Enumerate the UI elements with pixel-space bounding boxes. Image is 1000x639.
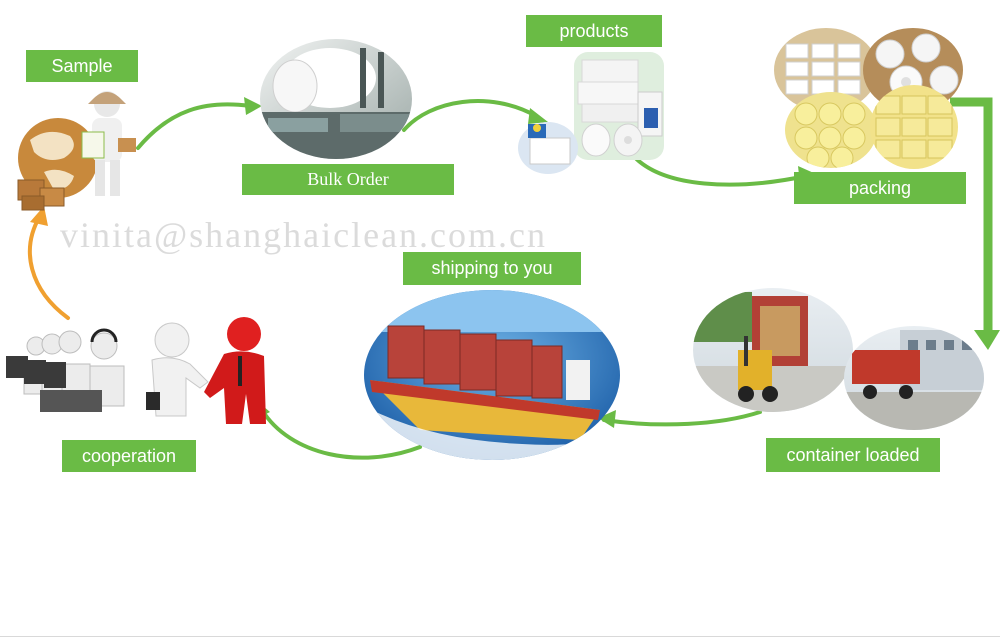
arrow-products-to-packing [628, 150, 808, 187]
label-sample: Sample [26, 50, 138, 82]
arrow-shipping-to-cooperation [260, 408, 422, 460]
arrow-container-to-shipping [602, 410, 762, 427]
cooperation-illustration [6, 317, 266, 424]
label-shipping: shipping to you [403, 252, 581, 285]
email-watermark: vinita@shanghaiclean.com.cn [60, 215, 548, 255]
sample-illustration [17, 91, 136, 211]
container-truck-photo [844, 326, 984, 430]
arrow-packing-to-container [950, 97, 993, 336]
label-cooperation: cooperation [62, 440, 196, 472]
packing-photos [774, 28, 963, 169]
arrow-bulk-to-products [402, 99, 538, 132]
label-container-loaded: container loaded [766, 438, 940, 472]
products-photo [518, 52, 664, 174]
container-loading-photo [693, 288, 853, 412]
bulk-order-photo [260, 39, 412, 159]
flow-arrows [136, 97, 993, 460]
shipping-photo [364, 290, 620, 460]
bottom-divider [0, 636, 1000, 637]
label-packing: packing [794, 172, 966, 204]
label-products: products [526, 15, 662, 47]
arrow-sample-to-bulk [136, 102, 252, 150]
arrow-cooperation-to-sample [27, 214, 70, 320]
label-bulk-order: Bulk Order [242, 164, 454, 195]
